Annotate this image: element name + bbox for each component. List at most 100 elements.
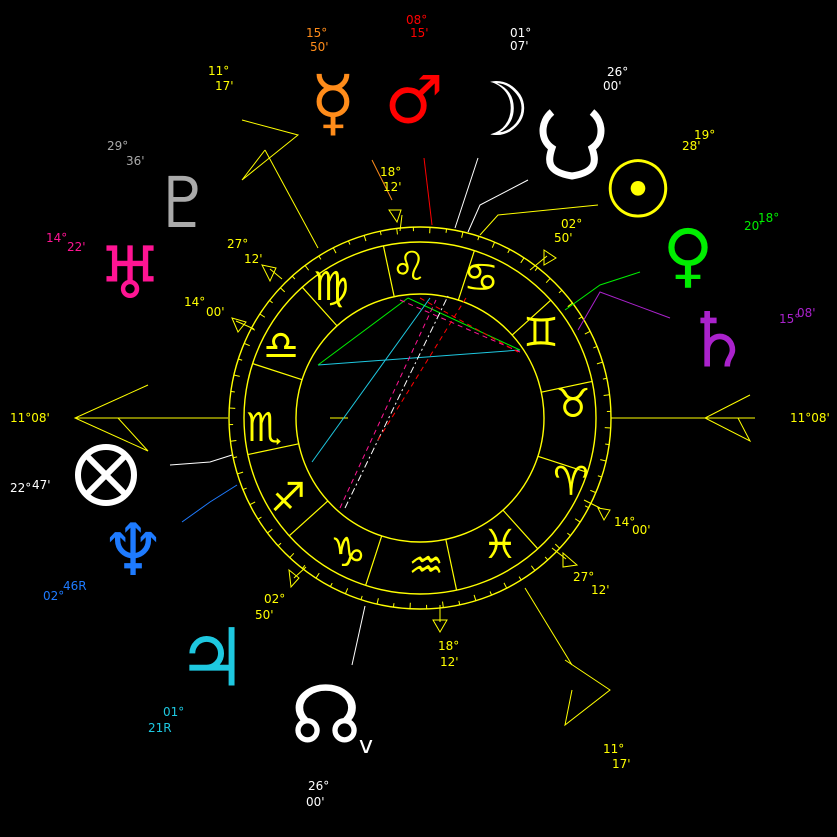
cusp-leo-min: 12' [383,180,402,194]
aspect-line [377,297,467,441]
degree-tick [376,598,379,605]
moon-pointer [454,157,479,229]
neptune-min: 46R [63,579,87,593]
dsc-arrow [703,394,752,443]
saturn-min: 08' [797,306,816,320]
degree-tick [567,302,573,308]
saturn-pointer [577,291,671,331]
degree-tick [558,289,563,294]
sign-divider [445,539,458,591]
sign-divider [301,286,338,327]
cusp-pisces-deg: 14° [614,515,635,529]
aspect-line [339,299,437,509]
uranus-icon: ♅ [98,231,163,315]
sign-divider [365,535,383,586]
neptune-icon: ♆ [101,508,166,592]
venus-min: 20' [744,219,763,233]
degree-tick [332,247,337,254]
cusp-line [551,547,567,560]
mars-min: 15' [410,26,429,40]
sun-icon: ☉ [602,144,674,237]
degree-tick [379,231,382,236]
scorpio-glyph: ♏ [246,405,282,451]
degree-tick [574,518,581,523]
pluto-icon: ♇ [152,162,215,244]
cusp-cancer-deg: 02° [561,217,582,231]
pisces-glyph: ♓ [482,522,518,568]
jupiter-icon: ♃ [176,612,248,705]
lilith-min: 00' [603,79,622,93]
degree-tick [584,505,589,509]
node-min: 00' [306,795,325,809]
cusp-marker [261,264,277,283]
ic-deg: 11° [603,742,624,756]
degree-tick [544,556,549,561]
degree-tick [259,313,266,318]
sign-divider [382,245,395,297]
mc-deg: 11° [208,64,229,78]
inner-ring [295,293,545,543]
cusp-sag-min: 50' [255,608,274,622]
cusp-pisces2-deg: 27° [573,570,594,584]
fortune-pointer [169,454,233,466]
cusp-pisces2-min: 12' [591,583,610,597]
mc-min: 17' [215,79,234,93]
aspect-lines [311,295,521,509]
sign-divider [537,455,588,473]
capricorn-glyph: ♑ [330,530,366,576]
planet-degree-labels: 15° 50' 08° 15' 01° 07' 26° 00' 19° 28' … [10,13,816,809]
lilith-icon [539,109,605,180]
degree-tick [257,516,262,520]
degree-tick [360,595,363,600]
taurus-glyph: ♉ [555,381,591,427]
jupiter-deg: 01° [163,705,184,719]
cusp-marker [562,551,579,568]
degree-tick [534,267,538,271]
venus-pointer [564,271,641,311]
degree-tick [584,330,591,335]
sun-deg: 19° [694,128,715,142]
sign-divider [511,299,552,336]
degree-tick [237,471,244,475]
aspect-line [399,299,521,353]
ic-arrow [564,659,611,727]
aspect-line [407,297,521,351]
degree-tick [396,228,398,235]
aspect-line [419,297,519,353]
cusp-virgo-deg: 27° [227,237,248,251]
degree-tick [230,440,237,442]
neptune-deg: 02° [43,589,64,603]
planet-pointer-lines [169,157,671,666]
aspect-line [317,349,521,366]
sign-divider [502,509,539,550]
aquarius-glyph: ♒ [408,543,444,589]
degree-tick [238,358,243,361]
degree-tick [251,327,256,331]
degree-ticks [229,227,611,609]
cusp-marker [543,249,557,266]
saturn-icon: ♄ [684,296,752,385]
degree-tick [596,361,603,365]
moon-deg: 01° [510,26,531,40]
degree-tick [344,588,349,595]
gemini-glyph: ♊ [523,310,559,356]
venus-icon: ♀ [662,214,713,296]
sign-divider [247,443,299,456]
degree-tick [603,394,610,396]
degree-tick [363,235,367,242]
saturn-deg: 15° [779,312,800,326]
degree-tick [461,231,464,238]
aries-glyph: ♈ [553,459,589,505]
zodiac-glyphs: ♈ ♉ ♊ ♋ ♌ ♍ ♎ ♏ ♐ ♑ ♒ ♓ [246,244,591,589]
degree-tick [277,542,282,547]
cusp-marker [388,209,402,224]
degree-tick [329,582,333,587]
degree-tick [593,345,598,349]
mars-icon: ♂ [384,62,443,139]
neptune-pointer [181,484,238,523]
degree-tick [518,576,522,581]
degree-tick [605,443,610,446]
degree-tick [491,241,496,248]
degree-tick [315,572,320,579]
